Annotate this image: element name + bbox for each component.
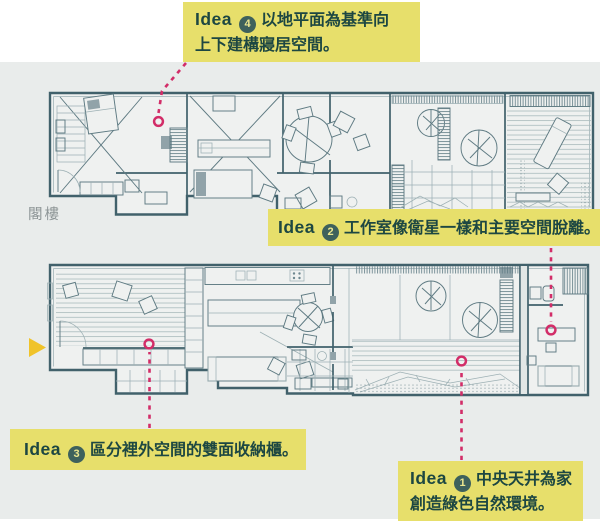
idea4-marker — [152, 115, 165, 128]
callout-text-line1: 以地平面為基準向 — [261, 12, 390, 29]
idea1-connector — [455, 355, 468, 460]
callout-text-line1: 區分裡外空間的雙面收納櫃。 — [90, 442, 299, 459]
idea-label: Idea — [278, 217, 316, 237]
idea1-marker — [455, 355, 468, 367]
dining-table — [282, 292, 335, 346]
idea3-marker — [143, 338, 155, 350]
idea4-connector — [152, 62, 187, 128]
main-floor-plan — [47, 263, 590, 397]
idea-number-badge: 4 — [239, 16, 257, 33]
idea-label: Idea — [24, 439, 62, 459]
callout-text-line2: 上下建構寢居空間。 — [195, 37, 340, 54]
callout-text-line1: 中央天井為家 — [476, 471, 573, 488]
idea3-connector — [143, 338, 155, 428]
tree-icon — [462, 302, 498, 338]
callout-text-line1: 工作室像衛星一樣和主要空間脫離。 — [344, 220, 600, 237]
callout-text-line2: 創造綠色自然環境。 — [410, 496, 555, 513]
idea-number-badge: 2 — [322, 224, 340, 241]
garden-texture — [354, 371, 521, 393]
idea-label: Idea — [410, 468, 448, 488]
tree-icon — [415, 280, 447, 312]
idea-number-badge: 1 — [454, 475, 472, 492]
attic-label: 閣樓 — [28, 207, 61, 223]
entry-arrow-icon — [29, 338, 46, 357]
idea-label: Idea — [195, 9, 233, 29]
idea2-connector — [545, 248, 557, 336]
idea-number-badge: 3 — [68, 446, 86, 463]
idea2-marker — [545, 324, 557, 336]
attic-floor-plan — [48, 91, 595, 216]
tree-icon — [460, 129, 498, 167]
